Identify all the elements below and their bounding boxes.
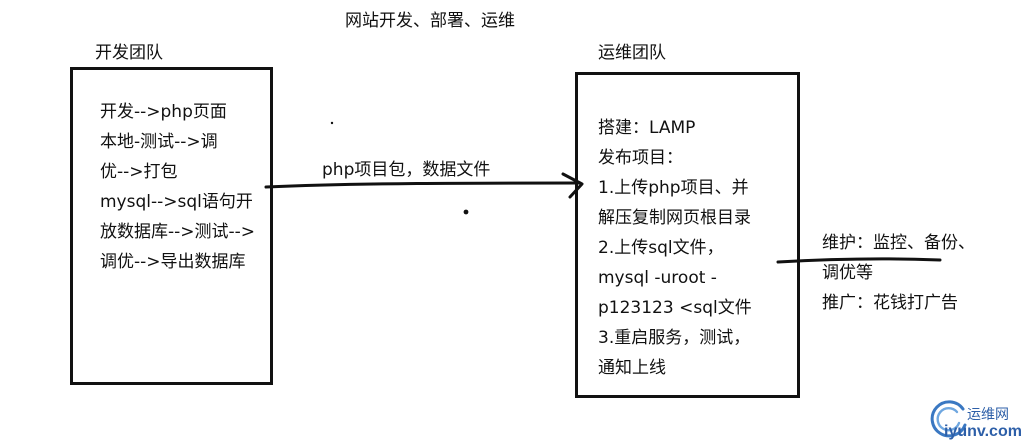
stray-dot bbox=[330, 121, 334, 125]
dev-line: mysql-->sql语句开 bbox=[100, 192, 253, 212]
dev-line: 本地-测试-->调 bbox=[100, 132, 218, 152]
side-notes: 维护：监控、备份、 调优等 推广：花钱打广告 bbox=[822, 228, 975, 318]
ops-team-box bbox=[575, 72, 800, 398]
dev-line: 开发-->php页面 bbox=[100, 102, 227, 122]
ops-line: 2.上传sql文件， bbox=[598, 238, 724, 258]
side-note: 调优等 bbox=[822, 263, 873, 283]
ops-team-label: 运维团队 bbox=[598, 43, 666, 63]
dev-line: 调优-->导出数据库 bbox=[100, 252, 246, 272]
dev-team-label: 开发团队 bbox=[95, 43, 163, 63]
ops-line: 1.上传php项目、并 bbox=[598, 178, 749, 198]
dev-team-text: 开发-->php页面 本地-测试-->调 优-->打包 mysql-->sql语… bbox=[100, 97, 255, 277]
watermark-en: iyunv.com bbox=[944, 423, 1022, 440]
watermark-cn: 运维网 bbox=[967, 406, 1009, 422]
dev-line: 放数据库-->测试--> bbox=[100, 222, 256, 242]
ops-line: 解压复制网页根目录 bbox=[598, 208, 751, 228]
side-note: 维护：监控、备份、 bbox=[822, 233, 975, 253]
side-note: 推广：花钱打广告 bbox=[822, 293, 958, 313]
watermark-logo-icon bbox=[930, 400, 967, 438]
ops-line: 通知上线 bbox=[598, 358, 666, 378]
dev-line: 优-->打包 bbox=[100, 162, 178, 182]
diagram-title: 网站开发、部署、运维 bbox=[345, 11, 515, 31]
flow-arrow-head bbox=[561, 172, 584, 199]
dev-team-box bbox=[70, 67, 273, 385]
maintenance-line bbox=[776, 257, 942, 264]
ops-line: mysql -uroot - bbox=[598, 268, 717, 288]
ops-line: 搭建：LAMP bbox=[598, 118, 696, 138]
arrow-label: php项目包，数据文件 bbox=[322, 160, 491, 180]
flow-arrow-line bbox=[264, 181, 582, 189]
ops-line: 3.重启服务，测试， bbox=[598, 328, 751, 348]
ops-line: p123123 <sql文件 bbox=[598, 298, 752, 318]
ops-line: 发布项目： bbox=[598, 148, 683, 168]
stray-dot bbox=[463, 209, 469, 215]
ops-team-text: 搭建：LAMP 发布项目： 1.上传php项目、并 解压复制网页根目录 2.上传… bbox=[598, 113, 752, 383]
